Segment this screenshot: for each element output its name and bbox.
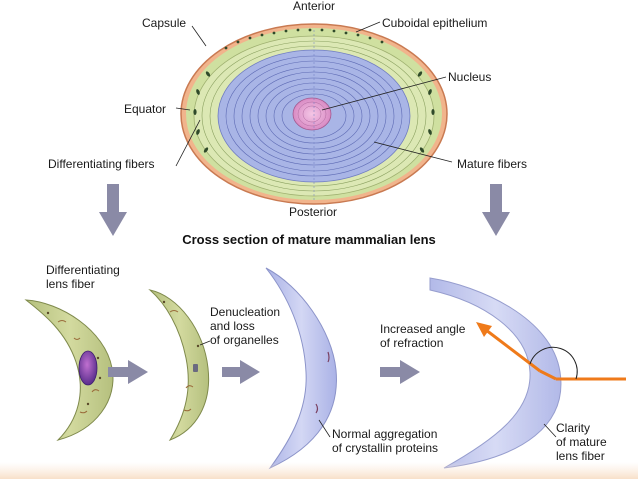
- refraction-angle-arc: [529, 346, 578, 380]
- mature-leader: [373, 141, 453, 163]
- epithelium-cells: [224, 28, 384, 50]
- lens-cross-section: Anterior Capsule Cuboidal epithelium Nuc…: [48, 0, 527, 247]
- label-differentiating-2: lens fiber: [46, 277, 95, 291]
- label-differentiating-1: Differentiating: [46, 263, 120, 277]
- differentiating-leader: [175, 119, 201, 167]
- equator-fiber-nuclei: [193, 71, 435, 153]
- label-refraction-2: of refraction: [380, 336, 443, 350]
- label-cuboidal-epithelium: Cuboidal epithelium: [382, 16, 487, 30]
- refraction-rays: [476, 322, 626, 381]
- refraction-arrowhead: [476, 322, 492, 337]
- lens-nucleus: [292, 97, 332, 131]
- label-aggregation-2: of crystallin proteins: [332, 441, 438, 455]
- right-arrow-3: [380, 360, 420, 384]
- label-clarity-1: Clarity: [556, 421, 590, 435]
- fiber-differentiating: [24, 299, 114, 441]
- clarity-leader: [543, 423, 557, 438]
- label-denucleation-3: of organelles: [210, 333, 279, 347]
- label-denucleation-1: Denucleation: [210, 305, 280, 319]
- nucleus-leader: [321, 76, 447, 111]
- equator-leader: [175, 107, 191, 111]
- label-anterior: Anterior: [293, 0, 335, 13]
- cell-nucleus-differentiating: [78, 350, 98, 386]
- label-capsule: Capsule: [142, 16, 186, 30]
- denucleation-leader: [199, 340, 211, 346]
- label-denucleation-2: and loss: [210, 319, 255, 333]
- down-arrow-left: [99, 184, 127, 236]
- label-clarity-3: lens fiber: [556, 449, 605, 463]
- epithelium-leader: [355, 21, 381, 33]
- label-refraction-1: Increased angle: [380, 322, 466, 336]
- label-posterior: Posterior: [289, 205, 337, 219]
- lens-nucleus-rings: [297, 101, 327, 127]
- down-arrow-right: [482, 184, 510, 236]
- label-differentiating-fibers: Differentiating fibers: [48, 157, 155, 171]
- right-arrow-1: [108, 360, 148, 384]
- label-aggregation-1: Normal aggregation: [332, 427, 437, 441]
- capsule-leader: [191, 25, 207, 47]
- label-nucleus: Nucleus: [448, 70, 491, 84]
- fiber-mature-thin: [265, 267, 337, 470]
- label-equator: Equator: [124, 102, 166, 116]
- aggregation-leader: [318, 419, 331, 438]
- label-clarity-2: of mature: [556, 435, 607, 449]
- bottom-fade: [0, 462, 638, 479]
- diagram-title: Cross section of mature mammalian lens: [182, 232, 436, 247]
- fiber-denucleating: [148, 289, 210, 441]
- right-arrow-2: [222, 360, 260, 384]
- label-mature-fibers: Mature fibers: [457, 157, 527, 171]
